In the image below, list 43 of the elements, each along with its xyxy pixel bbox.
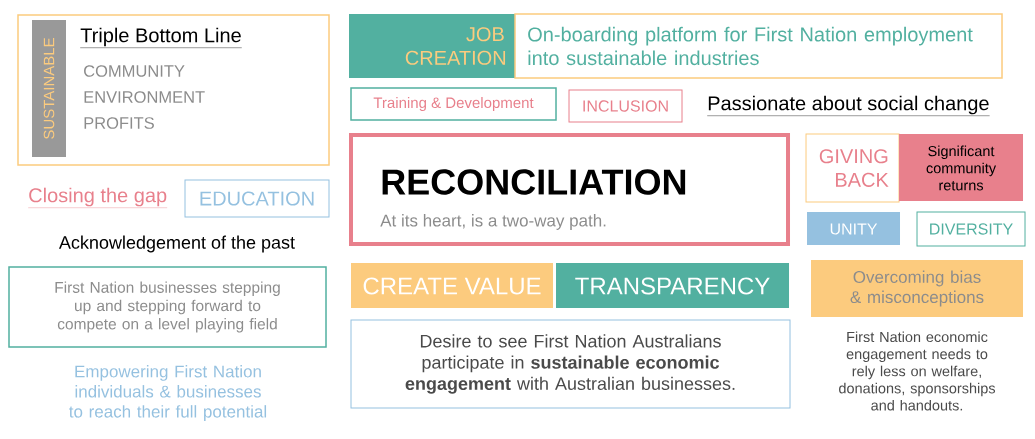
statement-box xyxy=(350,319,791,409)
caption-text: Acknowledgement of the past xyxy=(58,235,295,253)
list-item: PROFITS xyxy=(84,117,154,129)
tag-box xyxy=(568,89,683,123)
tag-box xyxy=(916,211,1026,247)
tag-box xyxy=(351,263,553,308)
tag-text: JOB CREATION xyxy=(405,27,506,65)
statement-text: Desire to see First Nation Australians participate in sustainable economic engagement with Australian businesses. xyxy=(405,334,735,394)
heading: Passionate about social change xyxy=(707,95,990,116)
tag-box xyxy=(807,212,900,245)
note-text: Empowering First Nation individuals & businesses to reach their full potential xyxy=(69,365,267,421)
info-card xyxy=(17,14,330,166)
tag-text: Overcoming bias & misconceptions xyxy=(850,270,984,307)
tag-box xyxy=(556,263,789,308)
list-item: ENVIRONMENT xyxy=(84,91,205,103)
tag-text: Significant community returns xyxy=(926,145,997,191)
tag-text: DIVERSITY xyxy=(930,223,1013,235)
link-text: Closing the gap xyxy=(28,187,168,208)
tag-text: EDUCATION xyxy=(200,191,314,206)
tag-text: Training & Development xyxy=(373,97,534,111)
tag-box xyxy=(350,87,557,121)
tag-text: GIVING BACK xyxy=(819,149,889,187)
subtitle: At its heart, is a two-way path. xyxy=(380,214,606,230)
list-item: COMMUNITY xyxy=(84,65,185,77)
title: RECONCILIATION xyxy=(382,169,686,195)
heading: Triple Bottom Line xyxy=(80,27,242,48)
tag-box xyxy=(805,133,900,203)
vertical-banner xyxy=(32,20,66,157)
description-text: On-boarding platform for First Nation employment into sustainable industries xyxy=(528,26,973,66)
tag-text: TRANSPARENCY xyxy=(575,277,770,295)
tag-box xyxy=(184,179,330,218)
tag-text: CREATE VALUE xyxy=(363,277,541,295)
statement-text: First Nation businesses stepping up and stepping forward to compete on a level playing field xyxy=(55,281,280,333)
tag-box xyxy=(349,14,515,78)
tag-box xyxy=(899,134,1023,201)
tag-text: INCLUSION xyxy=(583,100,668,112)
statement-box xyxy=(8,266,327,348)
description-box xyxy=(514,13,1003,79)
note-text: First Nation economic engagement needs to rely less on welfare, donations, sponsorships and handouts. xyxy=(839,331,996,411)
banner-text: SUSTAINABLE xyxy=(43,38,55,139)
title-box xyxy=(349,133,790,246)
tag-box xyxy=(811,260,1023,317)
tag-text: UNITY xyxy=(830,223,878,235)
